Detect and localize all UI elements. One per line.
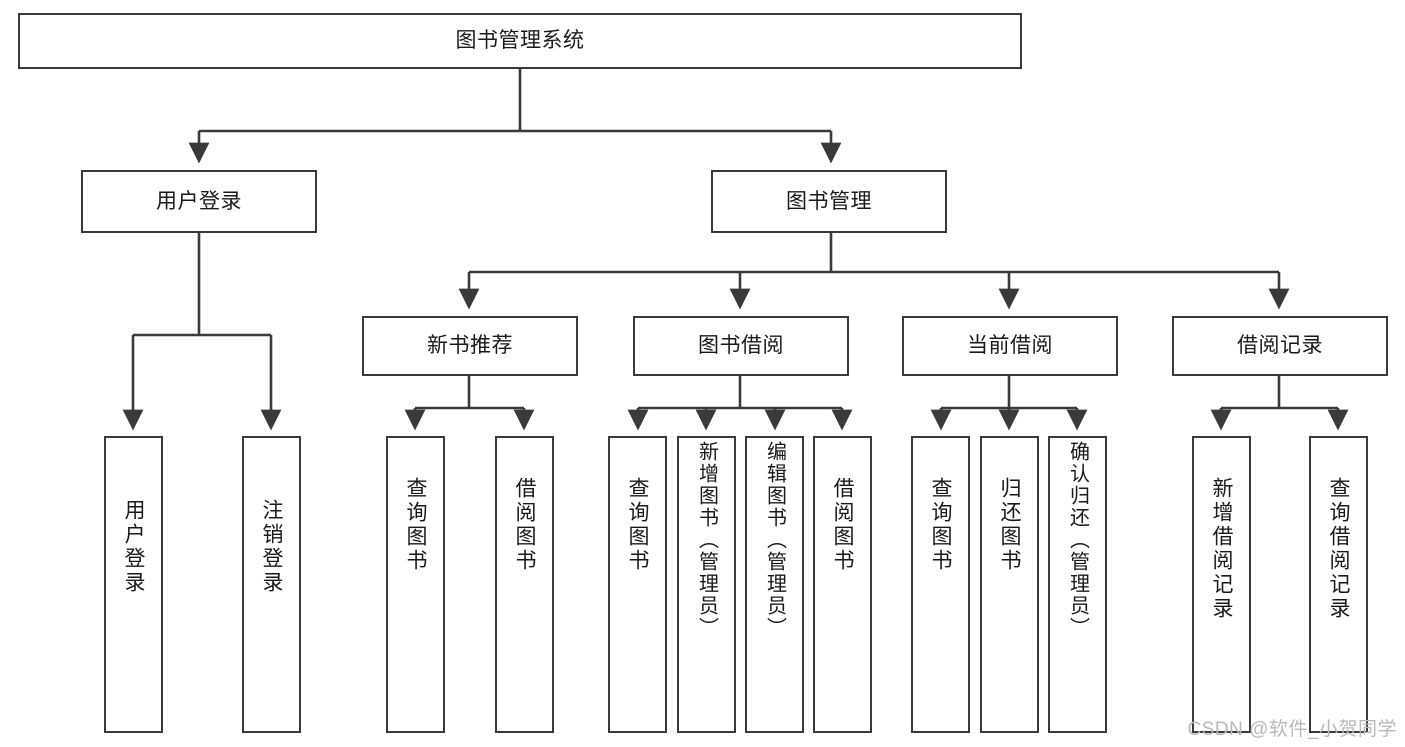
leaf-add-book[interactable]: 新增图书（管理员） xyxy=(677,436,736,733)
leaf-query-book-1[interactable]: 查询图书 xyxy=(386,436,445,733)
node-book-manage-label: 图书管理 xyxy=(786,189,872,213)
leaf-add-record[interactable]: 新增借阅记录 xyxy=(1192,436,1251,733)
node-current-borrow[interactable]: 当前借阅 xyxy=(902,316,1118,376)
node-borrow-record-label: 借阅记录 xyxy=(1237,334,1323,358)
node-book-borrow-label: 图书借阅 xyxy=(698,334,784,358)
leaf-borrow-book-1-label: 借阅图书 xyxy=(513,477,536,573)
leaf-edit-book[interactable]: 编辑图书（管理员） xyxy=(745,436,804,733)
leaf-query-record[interactable]: 查询借阅记录 xyxy=(1309,436,1368,733)
leaf-borrow-book-2[interactable]: 借阅图书 xyxy=(813,436,872,733)
leaf-user-logout[interactable]: 注销登录 xyxy=(242,436,301,733)
watermark: CSDN @软件_小贺同学 xyxy=(1187,719,1397,740)
node-current-borrow-label: 当前借阅 xyxy=(967,334,1053,358)
leaf-user-logout-label: 注销登录 xyxy=(260,499,283,595)
leaf-confirm-return-label: 确认归还（管理员） xyxy=(1066,441,1089,639)
leaf-user-login[interactable]: 用户登录 xyxy=(104,436,163,733)
leaf-query-book-1-label: 查询图书 xyxy=(404,477,427,573)
leaf-edit-book-label: 编辑图书（管理员） xyxy=(763,441,786,639)
leaf-query-book-2[interactable]: 查询图书 xyxy=(608,436,667,733)
leaf-add-record-label: 新增借阅记录 xyxy=(1210,477,1233,621)
node-new-book-rec[interactable]: 新书推荐 xyxy=(362,316,578,376)
leaf-borrow-book-1[interactable]: 借阅图书 xyxy=(495,436,554,733)
leaf-return-book[interactable]: 归还图书 xyxy=(980,436,1039,733)
leaf-query-book-3[interactable]: 查询图书 xyxy=(911,436,970,733)
node-root[interactable]: 图书管理系统 xyxy=(18,13,1022,69)
leaf-user-login-label: 用户登录 xyxy=(122,499,145,595)
node-user-login[interactable]: 用户登录 xyxy=(81,170,317,233)
leaf-borrow-book-2-label: 借阅图书 xyxy=(831,477,854,573)
leaf-confirm-return[interactable]: 确认归还（管理员） xyxy=(1048,436,1107,733)
node-user-login-label: 用户登录 xyxy=(156,189,242,213)
node-borrow-record[interactable]: 借阅记录 xyxy=(1172,316,1388,376)
leaf-add-book-label: 新增图书（管理员） xyxy=(695,441,718,639)
node-root-label: 图书管理系统 xyxy=(455,29,585,53)
node-book-borrow[interactable]: 图书借阅 xyxy=(633,316,849,376)
leaf-return-book-label: 归还图书 xyxy=(998,477,1021,573)
node-new-book-rec-label: 新书推荐 xyxy=(427,334,513,358)
node-book-manage[interactable]: 图书管理 xyxy=(711,170,947,233)
leaf-query-record-label: 查询借阅记录 xyxy=(1327,477,1350,621)
leaf-query-book-3-label: 查询图书 xyxy=(929,477,952,573)
leaf-query-book-2-label: 查询图书 xyxy=(626,477,649,573)
